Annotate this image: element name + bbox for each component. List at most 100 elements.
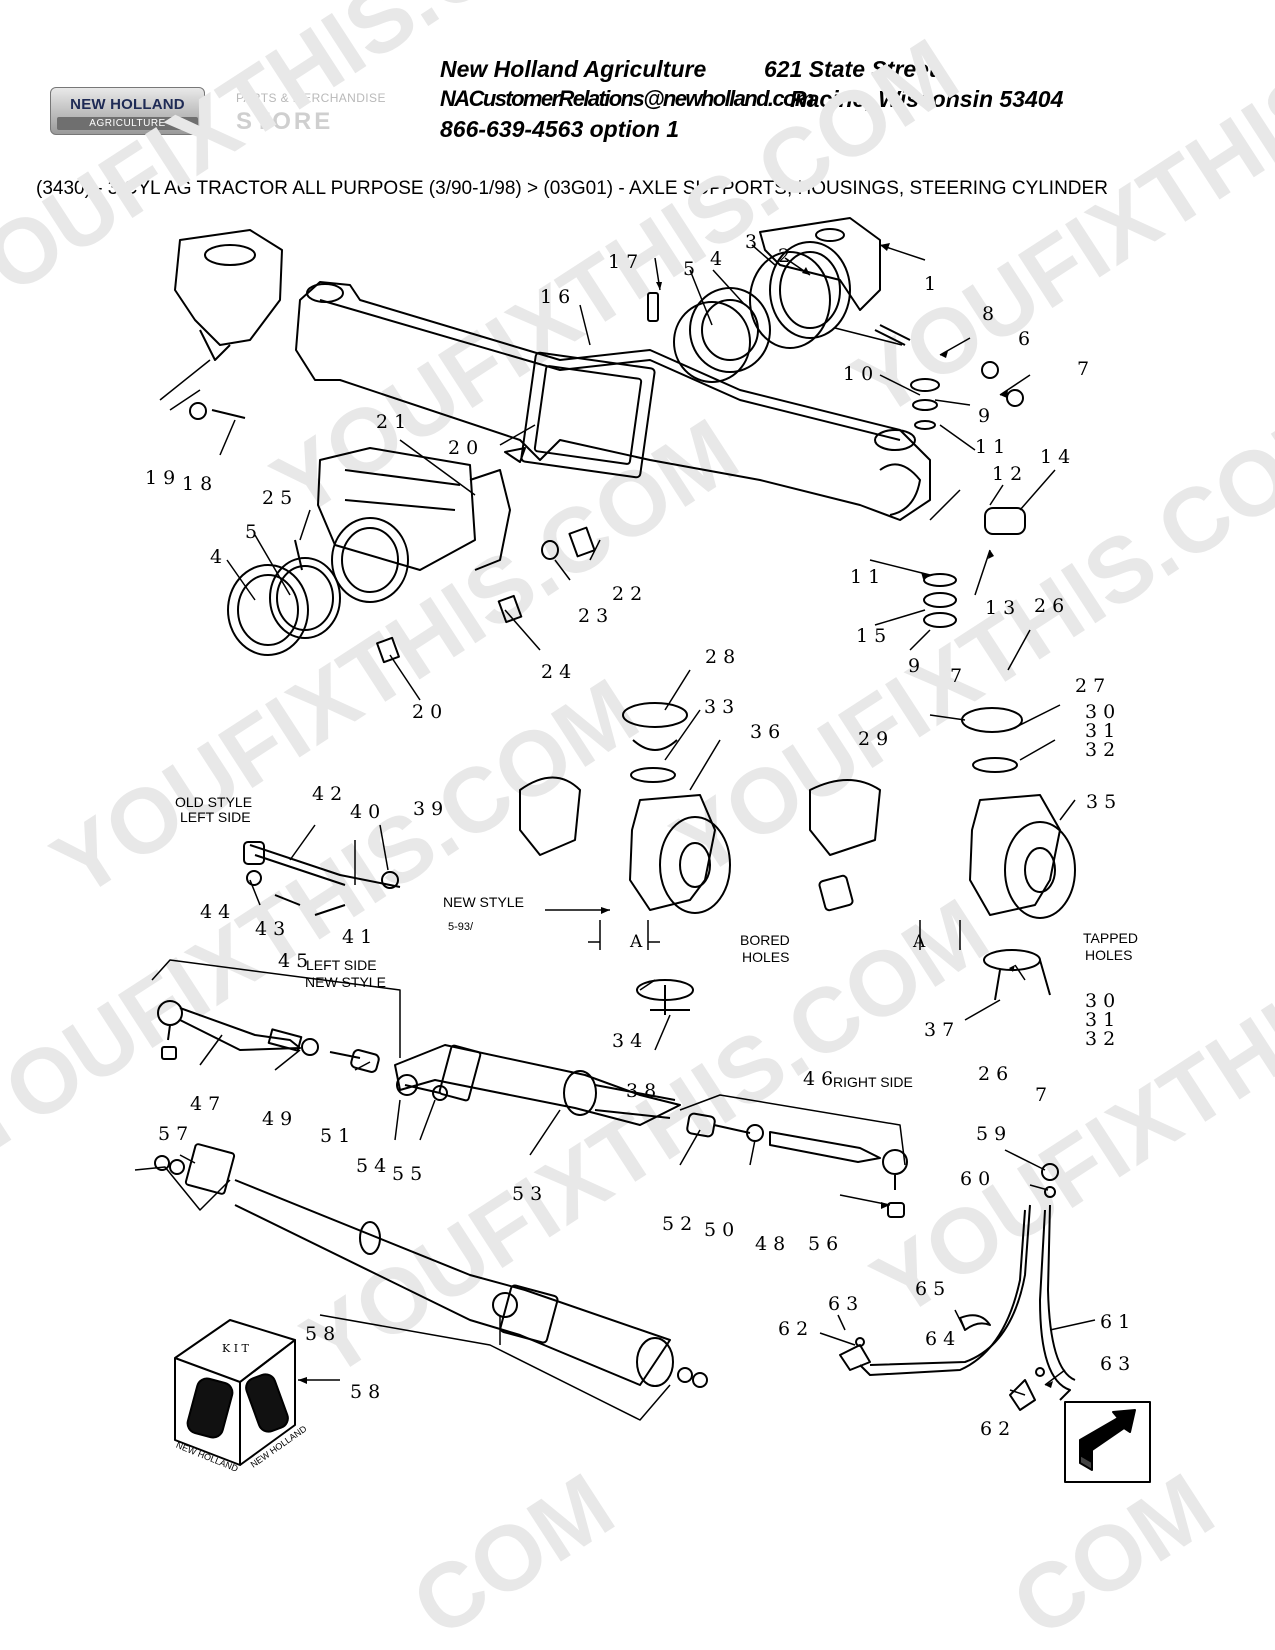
watermark-text: YOUFIXTHIS.COM [655, 380, 1275, 897]
hydraulic-hoses [839, 1163, 1076, 1411]
callout-9: 9 [978, 405, 990, 427]
callout-31b: 3 1 [1085, 1009, 1115, 1031]
return-arrow-icon[interactable] [1064, 1401, 1151, 1483]
callout-32: 3 2 [1085, 739, 1115, 761]
callout-65: 6 5 [915, 1278, 945, 1300]
callout-7c: 7 [1035, 1084, 1047, 1106]
new-holland-logo: NEW HOLLAND AGRICULTURE [50, 87, 205, 135]
callout-58: 5 8 [305, 1323, 335, 1345]
note-old-style: OLD STYLE [175, 794, 252, 810]
store-tagline: PARTS & MERCHANDISE [236, 91, 386, 105]
bushing-set-lower [227, 557, 341, 656]
callout-53: 5 3 [512, 1183, 542, 1205]
bushing-set-upper [673, 241, 851, 383]
callout-58b: 5 8 [350, 1381, 380, 1403]
callout-7: 7 [1077, 358, 1089, 380]
callout-34: 3 4 [612, 1030, 642, 1052]
callout-15: 1 5 [856, 625, 886, 647]
callout-38: 3 8 [626, 1080, 656, 1102]
callout-6: 6 [1018, 328, 1030, 350]
logo-brand-text: NEW HOLLAND [70, 96, 185, 113]
watermark-text: COM [995, 1454, 1231, 1650]
callout-20b: 2 0 [412, 701, 442, 723]
callout-50: 5 0 [704, 1219, 734, 1241]
callout-54: 5 4 [356, 1155, 386, 1177]
callout-63b: 6 3 [1100, 1353, 1130, 1375]
callout-27: 2 7 [1075, 675, 1105, 697]
callout-55: 5 5 [392, 1163, 422, 1185]
callout-labels: 1 2 3 4 5 1 7 1 6 8 6 7 1 0 9 1 1 1 2 1 … [145, 231, 1130, 1440]
callout-52: 5 2 [662, 1213, 692, 1235]
callout-7b: 7 [950, 665, 962, 687]
callout-36: 3 6 [750, 721, 780, 743]
callout-35: 3 5 [1086, 791, 1116, 813]
callout-32b: 3 2 [1085, 1028, 1115, 1050]
callout-62b: 6 2 [980, 1418, 1010, 1440]
note-tapped: TAPPED [1083, 930, 1138, 946]
callout-42: 4 2 [312, 783, 342, 805]
email-link[interactable]: NACustomerRelations@newholland.com [440, 86, 814, 111]
fasteners [189, 292, 1026, 664]
callout-20: 2 0 [448, 437, 478, 459]
callout-5b: 5 [245, 521, 257, 543]
kit-logo-right: NEW HOLLAND [249, 1423, 309, 1469]
tie-rod-old-style [243, 841, 401, 916]
callout-17: 1 7 [608, 251, 638, 273]
company-name: New Holland Agriculture [440, 56, 707, 82]
callout-57: 5 7 [158, 1123, 188, 1145]
callout-44: 4 4 [200, 901, 230, 923]
callout-2: 2 [778, 245, 790, 267]
callout-48: 4 8 [755, 1233, 785, 1255]
callout-30b: 3 0 [1085, 990, 1115, 1012]
front-axle-support [317, 447, 511, 603]
axle-housing [295, 281, 931, 521]
callout-56: 5 6 [808, 1233, 838, 1255]
dim-a-left: A [629, 932, 643, 952]
tie-rod-left [157, 1000, 380, 1073]
arrowheads [298, 243, 1053, 1388]
steering-knuckle-left [519, 702, 731, 1015]
callout-25: 2 5 [262, 487, 292, 509]
callout-59: 5 9 [976, 1123, 1006, 1145]
logo-sub-text: AGRICULTURE [57, 117, 198, 130]
note-tapped-holes: HOLES [1085, 947, 1132, 963]
callout-31: 3 1 [1085, 720, 1115, 742]
callout-40: 4 0 [350, 801, 380, 823]
callout-4b: 4 [210, 546, 222, 568]
callout-23: 2 3 [578, 605, 608, 627]
city-address: Racine, Wisconsin 53404 [790, 86, 1064, 112]
callout-14: 1 4 [1040, 446, 1070, 468]
callout-29: 2 9 [858, 728, 888, 750]
callout-13: 1 3 [985, 597, 1015, 619]
callout-24: 2 4 [541, 661, 571, 683]
callout-30: 3 0 [1085, 701, 1115, 723]
callout-28: 2 8 [705, 646, 735, 668]
note-bored-holes: HOLES [742, 949, 789, 965]
callout-22: 2 2 [612, 583, 642, 605]
callout-5: 5 [683, 258, 695, 280]
steering-knuckle-right [809, 707, 1076, 1001]
callout-49: 4 9 [262, 1108, 292, 1130]
callout-62: 6 2 [778, 1318, 808, 1340]
steering-cylinder [394, 1044, 681, 1126]
callout-37: 3 7 [924, 1019, 954, 1041]
callout-26b: 2 6 [978, 1063, 1008, 1085]
tie-rod-right [686, 1112, 908, 1218]
callout-46: 4 6 [803, 1068, 833, 1090]
callout-39: 3 9 [413, 798, 443, 820]
callout-8: 8 [982, 303, 994, 325]
steering-cylinder-kit [154, 1143, 708, 1388]
kit-logo-left: NEW HOLLAND [175, 1440, 240, 1474]
callout-41: 4 1 [342, 926, 372, 948]
callout-47: 4 7 [190, 1093, 220, 1115]
callout-3: 3 [745, 231, 757, 253]
callout-11: 1 1 [975, 436, 1005, 458]
callout-9b: 9 [908, 655, 920, 677]
callout-43: 4 3 [255, 918, 285, 940]
callout-64: 6 4 [925, 1328, 955, 1350]
callout-63: 6 3 [828, 1293, 858, 1315]
kit-label: K I T [222, 1342, 250, 1355]
steering-knuckle-upper-left [174, 229, 283, 361]
note-left-side: LEFT SIDE [306, 957, 377, 973]
